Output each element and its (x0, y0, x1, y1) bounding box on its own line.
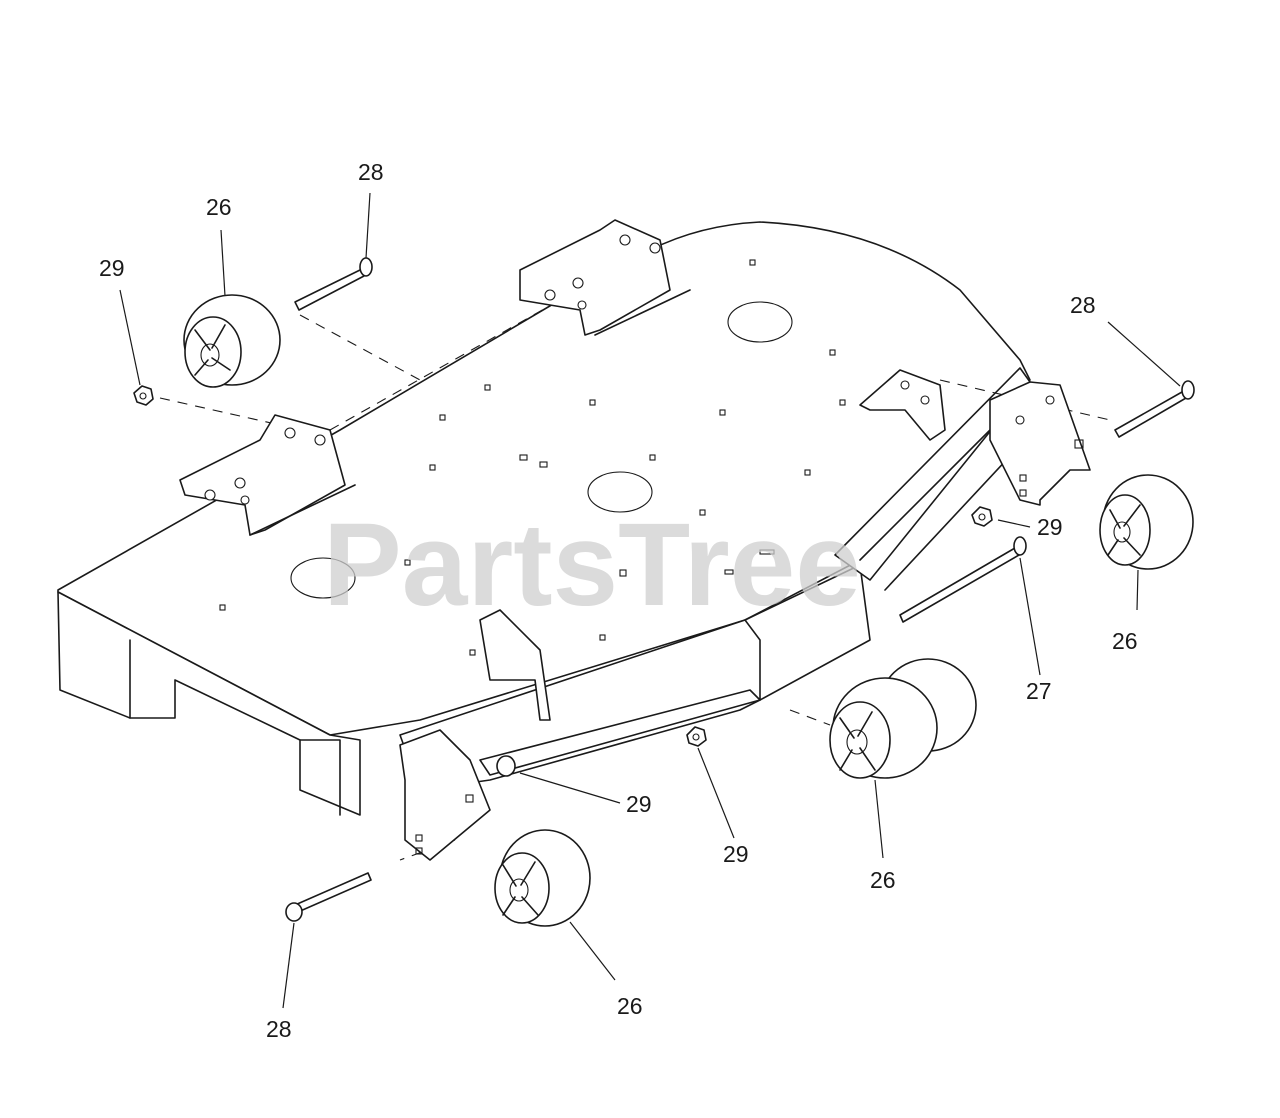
roller-hanger-left (479, 609, 551, 721)
callout-29-rear-left-nut: 29 (99, 255, 125, 281)
long-bolt-axle (899, 536, 1027, 623)
leader-lines (119, 192, 1181, 1009)
wheel-front-left (494, 829, 591, 927)
callout-29-right-nut: 29 (1037, 514, 1063, 540)
front-left-bracket (179, 414, 356, 536)
bolt-right-side (1114, 380, 1195, 438)
callout-27-long-bolt: 27 (1026, 678, 1052, 704)
wheel-right-side (1099, 474, 1194, 570)
mower-deck (57, 221, 1111, 861)
partstree-watermark: PartsTree (323, 499, 861, 631)
callout-29-center-nut: 29 (723, 841, 749, 867)
spacer-front (496, 755, 516, 777)
wheel-rear-left (183, 294, 281, 388)
callout-26-right-wheel: 26 (1112, 628, 1138, 654)
front-right-bracket (399, 729, 491, 861)
callout-29-spacer: 29 (626, 791, 652, 817)
bolt-rear-left (294, 257, 373, 311)
nut-front-center (686, 726, 707, 747)
callout-28-right-bolt: 28 (1070, 292, 1096, 318)
callout-28-front-left-bolt: 28 (266, 1016, 292, 1042)
callout-26-front-right-wheel: 26 (870, 867, 896, 893)
callout-26-rear-left-wheel: 26 (206, 194, 232, 220)
side-clip (859, 369, 946, 441)
wheel-front-right (829, 677, 938, 779)
bolt-front-left (285, 872, 372, 922)
deck-perforations (219, 259, 846, 656)
callout-28-rear-left-bolt: 28 (358, 159, 384, 185)
rear-right-bracket (989, 381, 1091, 506)
nut-rear-left (133, 385, 154, 406)
callout-labels: 28 26 29 28 29 26 27 29 29 26 28 26 (99, 159, 1138, 1042)
rear-left-bracket (519, 219, 691, 336)
nut-right-side (971, 506, 993, 527)
callout-26-front-left-wheel: 26 (617, 993, 643, 1019)
